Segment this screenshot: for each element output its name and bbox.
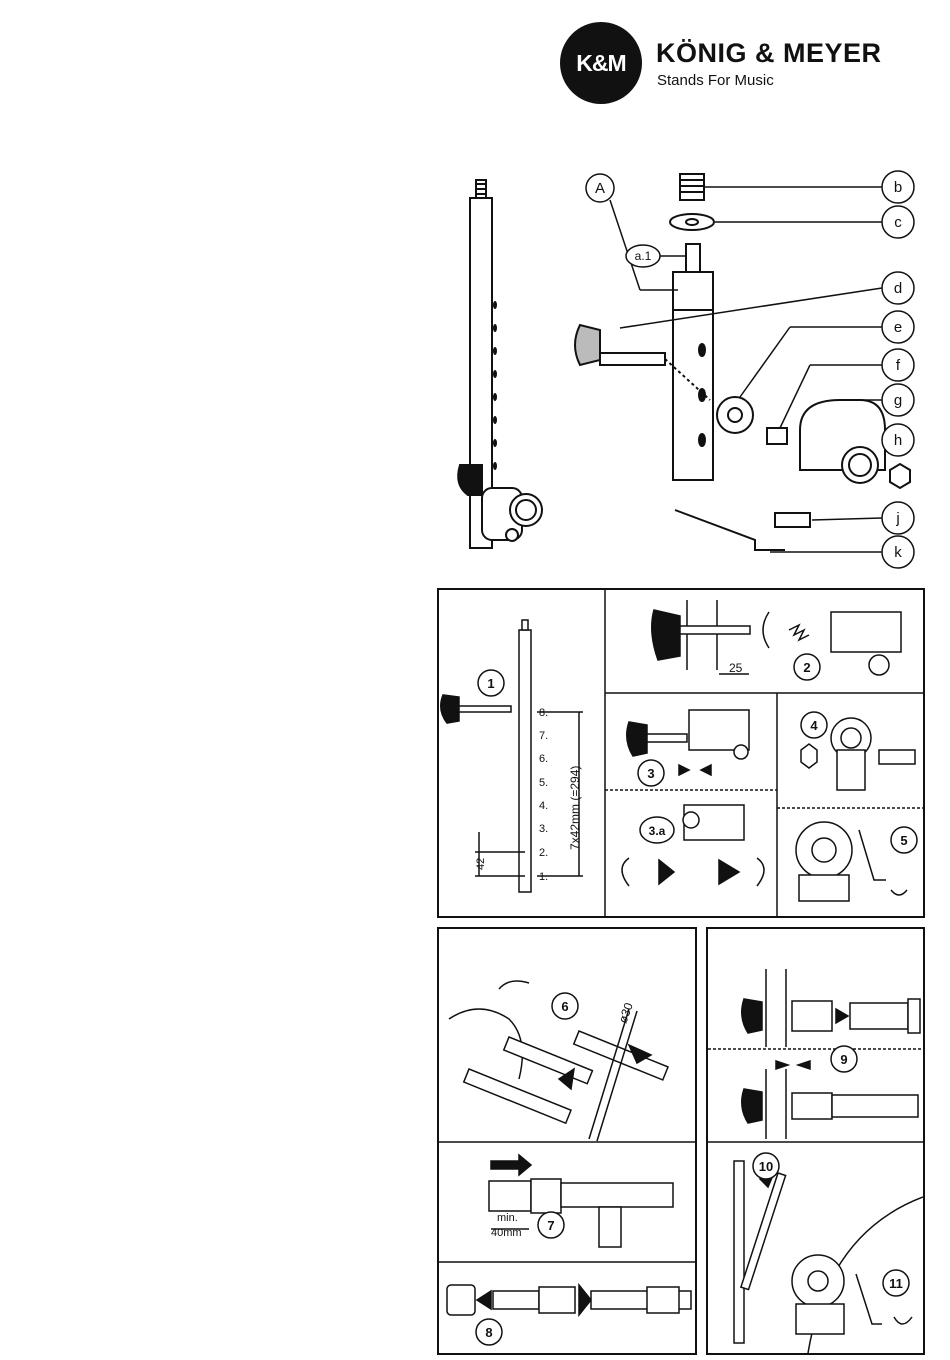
steps-9-11-illustration: 9 10 11 (708, 929, 923, 1353)
svg-text:3.: 3. (539, 823, 548, 835)
step7-min-line2: 40mm (491, 1227, 522, 1239)
callout-c: c (894, 214, 902, 231)
svg-text:5.: 5. (539, 777, 548, 789)
svg-text:2.: 2. (539, 847, 548, 859)
step-3-badge: 3 (647, 766, 654, 781)
panel-steps-9-11: 9 10 11 (706, 927, 925, 1355)
step-3a-badge: 3.a (649, 824, 666, 838)
step2-illustration (652, 600, 901, 675)
svg-text:6.: 6. (539, 753, 548, 765)
steps-1-5-illustration: 8. 7. 6. 5. 4. 3. 2. 1. 42 7x42mm (=294)… (439, 590, 923, 916)
step9-illustration (742, 969, 920, 1139)
step-9-badge: 9 (840, 1052, 847, 1067)
step3a-illustration (622, 805, 764, 886)
svg-text:4.: 4. (539, 800, 548, 812)
callout-g: g (894, 392, 902, 409)
step-8-badge: 8 (485, 1325, 492, 1340)
step-1-badge: 1 (487, 676, 494, 691)
callout-A: A (595, 180, 605, 197)
callout-h: h (894, 432, 902, 449)
km-logo-badge: K&M (560, 22, 642, 104)
callout-e: e (894, 319, 902, 336)
step-2-badge: 2 (803, 660, 810, 675)
step-4-badge: 4 (810, 718, 818, 733)
brand-name: KÖNIG & MEYER (656, 38, 882, 69)
step1-spacing-label: 42 (475, 858, 487, 870)
step-5-badge: 5 (900, 833, 907, 848)
step7-min-line1: min. (497, 1212, 518, 1224)
panel-steps-6-8: ø30 min. 40mm 6 7 8 (437, 927, 697, 1355)
step6-diameter: ø30 (616, 1001, 636, 1026)
parts-diagram: A a.1 b c d e f g h j k (430, 160, 930, 580)
step1-rod (441, 620, 583, 892)
step1-hole-labels: 8. 7. 6. 5. 4. 3. 2. 1. (539, 707, 548, 883)
callout-a1: a.1 (635, 249, 652, 263)
callout-j: j (895, 510, 899, 527)
svg-text:8.: 8. (539, 707, 548, 719)
assembled-rod-illustration (458, 180, 542, 548)
svg-text:7.: 7. (539, 730, 548, 742)
exploded-parts-illustration (575, 174, 910, 550)
callout-d: d (894, 280, 902, 297)
part-callouts: A a.1 b c d e f g h j k (586, 171, 914, 568)
step-7-badge: 7 (547, 1218, 554, 1233)
step10-11-illustration (734, 1161, 923, 1353)
callout-k: k (894, 544, 902, 561)
step2-dimension: 25 (729, 661, 743, 675)
step-10-badge: 10 (759, 1159, 773, 1174)
svg-text:1.: 1. (539, 871, 548, 883)
step1-total-label: 7x42mm (=294) (568, 766, 582, 850)
step-6-badge: 6 (561, 999, 568, 1014)
brand-tagline: Stands For Music (657, 72, 774, 89)
callout-b: b (894, 179, 902, 196)
step5-illustration (796, 822, 907, 901)
step-11-badge: 11 (889, 1276, 903, 1291)
steps-6-8-illustration: ø30 min. 40mm 6 7 8 (439, 929, 695, 1353)
step8-illustration (447, 1285, 691, 1315)
panel-steps-1-5: 8. 7. 6. 5. 4. 3. 2. 1. 42 7x42mm (=294)… (437, 588, 925, 918)
